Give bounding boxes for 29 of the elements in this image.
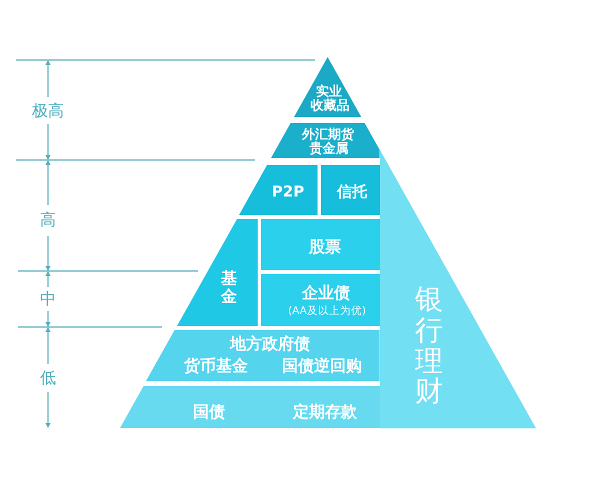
pyramid-tier xyxy=(120,386,380,428)
tier-label: 国债逆回购 xyxy=(282,356,362,376)
risk-level-label: 中 xyxy=(40,291,56,307)
tier-label: 股票 xyxy=(309,238,341,256)
tier-label: 银行理财 xyxy=(415,284,443,408)
pyramid-tier xyxy=(177,219,258,326)
risk-level-label: 高 xyxy=(40,212,56,228)
tier-label: 地方政府债 xyxy=(230,334,310,354)
pyramid-tier xyxy=(271,123,380,158)
tier-label: 定期存款 xyxy=(293,402,357,422)
tier-label: 实业 xyxy=(316,86,342,100)
pyramid-tier xyxy=(261,274,380,326)
pyramid-tier xyxy=(239,165,318,215)
tier-label: (AA及以上为优) xyxy=(288,304,366,318)
tier-label: 信托 xyxy=(337,183,367,201)
tier-label: 国债 xyxy=(193,402,225,422)
pyramid-tier xyxy=(294,57,362,117)
pyramid-tier xyxy=(146,330,380,381)
pyramid-tier xyxy=(261,219,380,270)
tier-label: 收藏品 xyxy=(310,100,350,114)
pyramid-tier xyxy=(321,165,380,215)
tier-label: 企业债 xyxy=(302,284,350,302)
risk-level-label: 极高 xyxy=(32,103,64,119)
pyramid-side-face xyxy=(380,150,536,428)
tier-label: 贵金属 xyxy=(309,142,348,158)
risk-level-label: 低 xyxy=(40,370,56,386)
tier-label: 基金 xyxy=(220,269,237,305)
tier-label: P2P xyxy=(272,183,304,201)
tier-label: 货币基金 xyxy=(184,356,248,376)
